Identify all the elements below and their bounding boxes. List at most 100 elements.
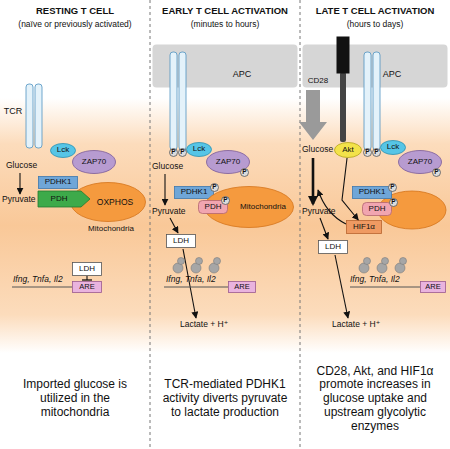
akt-kinase: Akt	[334, 142, 362, 158]
flow-arrow	[312, 158, 315, 204]
zap70-kinase: ZAP70	[72, 150, 116, 174]
phospho-circle-label: P	[389, 198, 398, 207]
pathway-label: (hours to days)	[300, 20, 450, 30]
ldh-box-label: LDH	[166, 234, 196, 248]
panel-divider	[300, 0, 301, 449]
flow-arrow	[335, 255, 348, 318]
flow-arrow	[19, 173, 20, 194]
ribosome	[178, 258, 185, 265]
phospho-circle-outline	[211, 184, 219, 192]
pathway-label: (minutes to hours)	[150, 20, 300, 30]
pdhk1-box-outline	[175, 187, 214, 199]
apc-cell-shape	[152, 44, 298, 88]
pdh-box-outline	[363, 203, 392, 216]
apc-cell-outline	[153, 45, 298, 88]
panel-caption: Imported glucose is utilized in the mito…	[6, 358, 144, 440]
inhibition-bar	[82, 279, 92, 280]
zap70-kinase-label: ZAP70	[72, 150, 116, 174]
phospho-circle-label: P	[178, 148, 187, 157]
are-box: ARE	[420, 281, 446, 293]
glucose-uptake-arrow	[299, 90, 327, 140]
lck-kinase-label: Lck	[50, 143, 76, 158]
pdhk1-box-label: PDHK1	[174, 186, 214, 199]
phospho-circle: P	[389, 198, 398, 207]
phospho-circle-label: P	[363, 148, 372, 157]
phospho-circle-outline	[364, 149, 372, 157]
phospho-circle: P	[363, 148, 372, 157]
hif1a-box: HIF1α	[346, 220, 382, 234]
pdh-arrow-outline	[38, 191, 90, 207]
tcr-receptor-shape	[24, 84, 44, 148]
phospho-circle: P	[432, 168, 441, 177]
are-box-outline	[229, 282, 256, 293]
phospho-circle-label: P	[221, 196, 230, 205]
lck-kinase: Lck	[50, 143, 76, 158]
panel-divider	[150, 0, 151, 449]
mrna-strand	[164, 287, 228, 288]
phospho-circle: P	[169, 148, 178, 157]
phospho-circle-label: P	[210, 183, 219, 192]
ribosome	[214, 258, 221, 265]
pathway-label: Glucose	[302, 145, 333, 155]
pathway-label: Pyruvate	[2, 195, 36, 205]
phospho-circle: P	[210, 183, 219, 192]
cd28-receptor-outline	[337, 37, 350, 74]
phospho-circle: P	[240, 168, 249, 177]
pathway-label: Ifng, Tnfa, Il2	[166, 275, 216, 285]
phospho-circle-outline	[389, 184, 397, 192]
panel-heading: LATE T CELL ACTIVATION	[300, 6, 450, 17]
are-box-label: ARE	[420, 281, 446, 293]
cd28-receptor-shape	[336, 36, 350, 74]
flow-arrow	[164, 174, 165, 205]
cd28-receptor: CD28	[336, 36, 350, 74]
are-box: ARE	[228, 281, 256, 293]
hif1a-box-label: HIF1α	[346, 220, 382, 234]
ldh-box-label: LDH	[72, 262, 102, 276]
panel-caption: TCR-mediated PDHK1 activity diverts pyru…	[156, 358, 294, 440]
are-box-label: ARE	[228, 281, 256, 293]
pdh-arrow: PDH	[38, 191, 90, 207]
pdhk1-box: PDHK1	[174, 186, 214, 199]
ldh-box: LDH	[318, 240, 348, 254]
ldh-box-outline	[73, 263, 102, 276]
phospho-circle-label: P	[432, 168, 441, 177]
phospho-circle-outline	[373, 149, 381, 157]
apc-cell-label: APC	[342, 66, 442, 84]
phospho-circle-outline	[179, 149, 187, 157]
are-box-outline	[73, 282, 102, 293]
hif1a-box-outline	[347, 221, 382, 234]
pathway-label: (naïve or previously activated)	[0, 20, 150, 30]
pdh-arrow-label: PDH	[38, 191, 80, 207]
ldh-box: LDH	[72, 262, 102, 276]
panel-heading: RESTING T CELL	[0, 6, 150, 17]
ribosome	[400, 258, 407, 265]
phospho-circle: P	[388, 183, 397, 192]
zap70-kinase-outline	[73, 151, 116, 174]
ribosome	[382, 258, 389, 265]
pathway-label: Glucose	[6, 161, 37, 171]
pdh-box: PDH	[362, 202, 392, 216]
phospho-circle-label: P	[240, 168, 249, 177]
phospho-circle-label: P	[169, 148, 178, 157]
pathway-label: Lactate + H⁺	[180, 320, 228, 330]
lck-kinase-label: Lck	[380, 140, 406, 155]
lck-kinase: Lck	[186, 142, 212, 157]
ldh-box-outline	[319, 241, 348, 254]
ribosome	[364, 258, 371, 265]
apc-cell: APC	[152, 44, 298, 88]
pdhk1-box-outline	[39, 177, 78, 189]
lck-kinase-label: Lck	[186, 142, 212, 157]
pathway-label: Glucose	[152, 162, 183, 172]
pathway-label: Ifng, Tnfa, Il2	[350, 275, 400, 285]
tcr-chain	[35, 84, 42, 148]
are-box-label: ARE	[72, 281, 102, 293]
lck-kinase: Lck	[380, 140, 406, 155]
are-box: ARE	[72, 281, 102, 293]
phospho-circle: P	[221, 196, 230, 205]
phospho-circle-outline	[222, 197, 230, 205]
phospho-circle-label: P	[372, 148, 381, 157]
mrna-strand	[350, 287, 420, 288]
polysome	[173, 258, 221, 274]
lck-kinase-outline	[381, 141, 406, 155]
